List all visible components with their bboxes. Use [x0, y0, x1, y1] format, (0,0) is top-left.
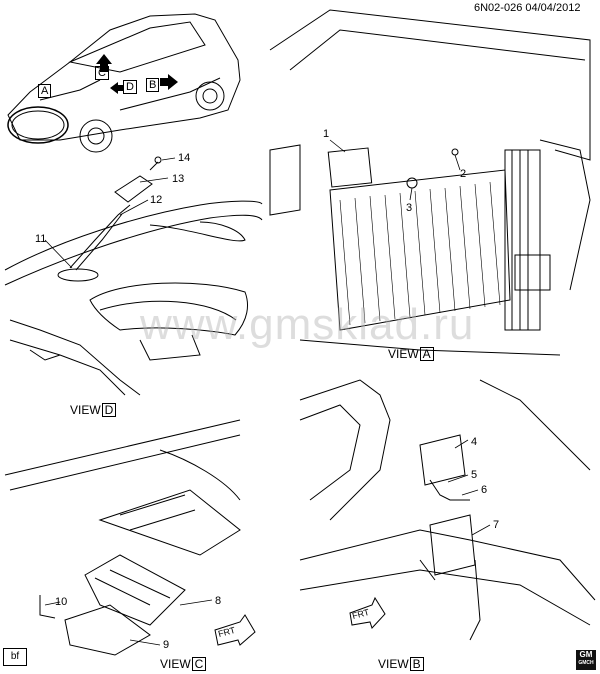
arrow-label-d: D — [123, 80, 137, 94]
callout-3: 3 — [406, 202, 413, 214]
leader-lines — [44, 139, 491, 646]
view-c-artwork — [4, 419, 256, 656]
frt-arrow — [214, 614, 256, 646]
callout-2: 2 — [460, 168, 467, 180]
callout-13: 13 — [172, 173, 185, 185]
diagram-id: 6N02-026 04/04/2012 — [474, 2, 580, 14]
callout-14: 14 — [178, 152, 191, 164]
arrow-label-a: A — [38, 84, 52, 98]
frt-arrow-b — [349, 596, 386, 629]
callout-8: 8 — [215, 595, 222, 607]
arrow-view-b — [160, 74, 178, 90]
diagram-date: 04/04/2012 — [525, 2, 581, 14]
callout-4: 4 — [471, 436, 478, 448]
gm-logo: GM GMCH — [576, 650, 596, 670]
diagram-number: 6N02-026 — [474, 2, 523, 14]
callout-9: 9 — [163, 639, 170, 651]
callout-12: 12 — [150, 194, 163, 206]
callout-10: 10 — [55, 596, 68, 608]
callout-6: 6 — [481, 484, 488, 496]
arrow-label-b: B — [146, 78, 160, 92]
arrow-view-d — [110, 82, 124, 94]
vehicle-illustration — [7, 13, 241, 153]
callout-7: 7 — [493, 519, 500, 531]
corner-code-box: bf — [3, 648, 27, 666]
callout-1: 1 — [323, 128, 330, 140]
watermark: www.gmsklad.ru — [140, 300, 475, 349]
view-a-artwork — [269, 9, 591, 356]
arrow-label-c: C — [95, 66, 109, 80]
view-b-artwork — [299, 379, 596, 641]
callout-11: 11 — [35, 233, 47, 245]
view-d-artwork — [4, 156, 263, 396]
callout-5: 5 — [471, 469, 478, 481]
